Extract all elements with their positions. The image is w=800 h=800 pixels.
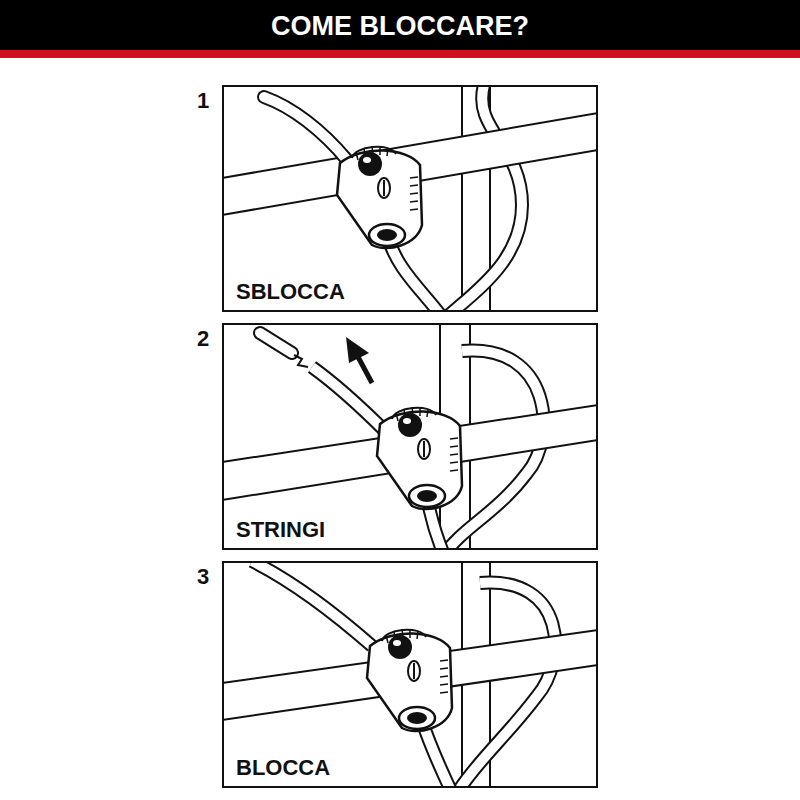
panel-illustration — [222, 80, 598, 320]
step-panel: 3BLOCCA — [222, 561, 598, 788]
header-stripe — [0, 50, 800, 58]
page-title: COME BLOCCARE? — [0, 0, 800, 50]
step-number: 3 — [197, 564, 209, 590]
step-label: STRINGI — [234, 517, 327, 543]
step-number: 2 — [197, 326, 209, 352]
step-panel: 1SBLOCCA — [222, 85, 598, 312]
header-band — [0, 0, 800, 50]
panel-illustration — [222, 556, 598, 796]
step-label: SBLOCCA — [234, 279, 347, 305]
step-label: BLOCCA — [234, 755, 332, 781]
panel-illustration — [222, 318, 598, 558]
step-number: 1 — [197, 88, 209, 114]
step-panel: 2STRINGI — [222, 323, 598, 550]
